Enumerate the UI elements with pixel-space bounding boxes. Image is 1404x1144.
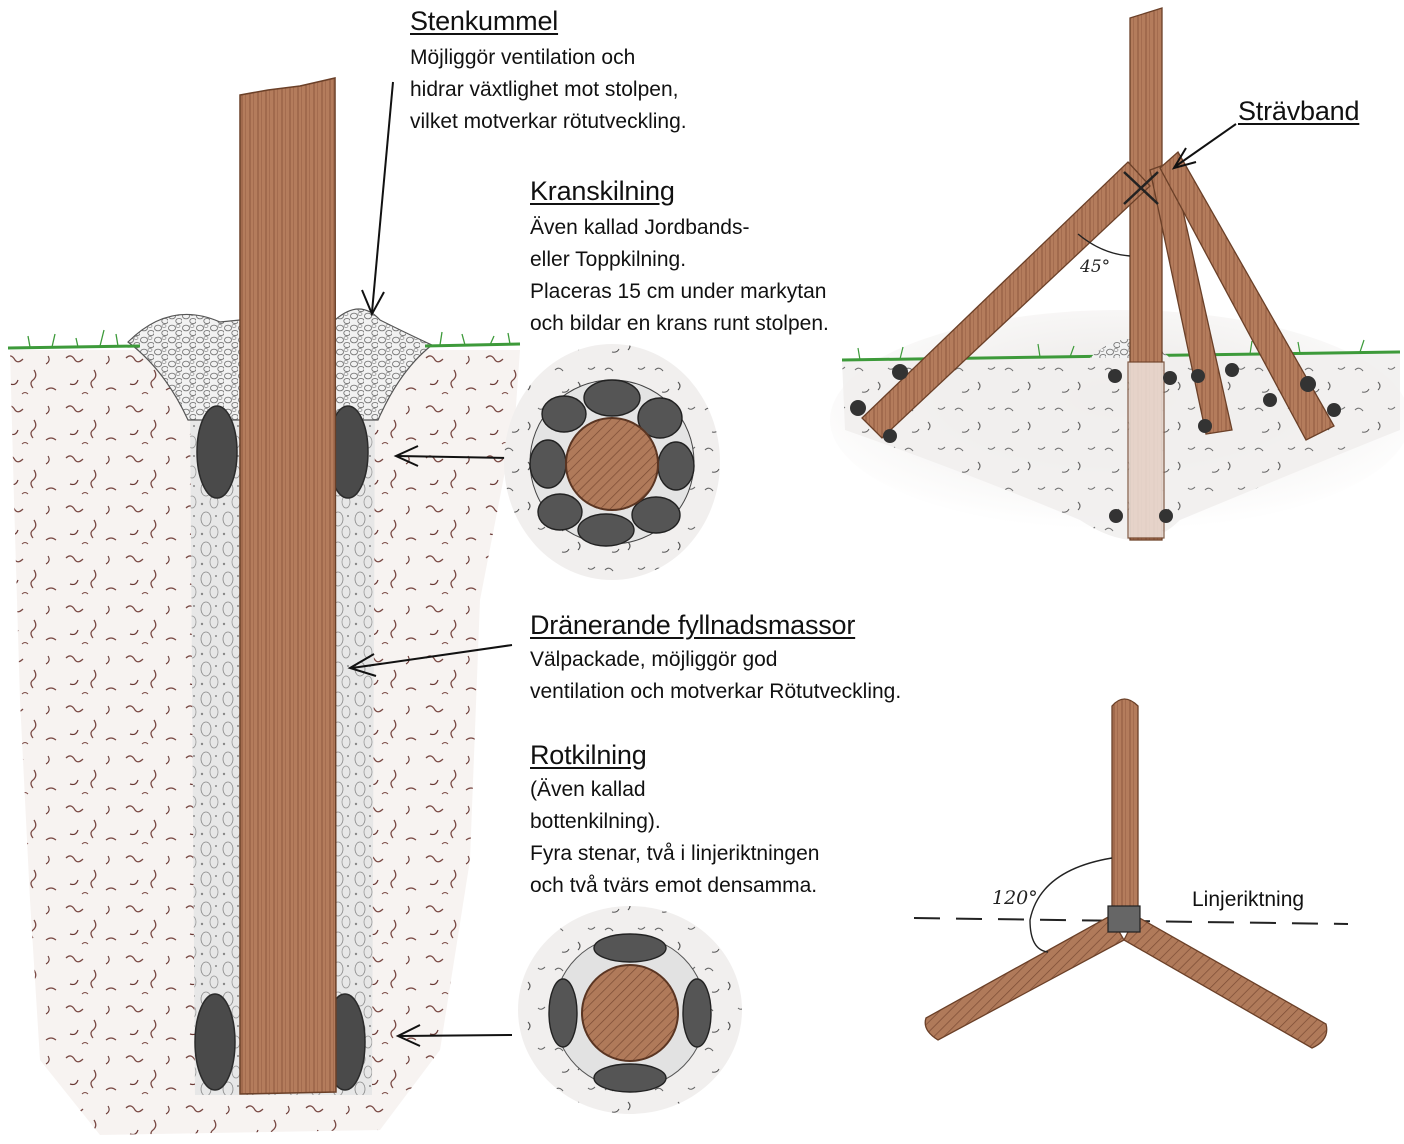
pole-section-top <box>566 418 658 510</box>
arrow-rotkilning <box>400 1035 512 1036</box>
linjeriktning-label: Linjeriktning <box>1192 888 1304 912</box>
kranskilning-line: och bildar en krans runt stolpen. <box>530 308 829 340</box>
stenkummel-line: vilket motverkar rötutveckling. <box>410 106 687 138</box>
rotkilning-description: (Även kallad bottenkilning). Fyra stenar… <box>530 774 819 902</box>
kranskilning-stone-left <box>197 406 237 498</box>
rotkilning-line: (Även kallad <box>530 774 819 806</box>
angle-label-120: 120° <box>992 887 1038 909</box>
dranerande-title: Dränerande fyllnadsmassor <box>530 610 855 641</box>
brace-top-southwest <box>925 916 1124 1040</box>
dranerande-description: Välpackade, möjliggör god ventilation oc… <box>530 644 901 708</box>
arrow-stravband <box>1176 124 1236 166</box>
kranskilning-line: Även kallad Jordbands- <box>530 212 829 244</box>
stenkummel-line: hidrar växtlighet mot stolpen, <box>410 74 687 106</box>
pole-section-bottom <box>582 965 678 1061</box>
brace-top-north <box>1112 699 1138 910</box>
pole-top-square <box>1108 906 1140 932</box>
stenkummel-line: Möjliggör ventilation och <box>410 42 687 74</box>
stenkummel-title: Stenkummel <box>410 6 558 37</box>
rotkilning-line: och två tvärs emot densamma. <box>530 870 819 902</box>
stravband-label: Strävband <box>1238 96 1359 127</box>
dranerande-line: ventilation och motverkar Rötutveckling. <box>530 676 901 708</box>
wooden-pole <box>240 78 336 1094</box>
top-view-braces: 120° <box>914 699 1348 1048</box>
rotkilning-title: Rotkilning <box>530 740 647 771</box>
rotkilning-line: Fyra stenar, två i linjeriktningen <box>530 838 819 870</box>
stenkummel-description: Möjliggör ventilation och hidrar växtlig… <box>410 42 687 138</box>
kranskilning-plan-view <box>504 344 720 580</box>
rotkilning-plan-view <box>518 906 742 1114</box>
brace-top-southeast <box>1124 916 1327 1048</box>
rotkilning-stone-left <box>195 994 235 1090</box>
pole-cross-section <box>8 78 520 1135</box>
dranerande-line: Välpackade, möjliggör god <box>530 644 901 676</box>
angle-label-45: 45° <box>1079 257 1110 277</box>
kranskilning-line: eller Toppkilning. <box>530 244 829 276</box>
rotkilning-line: bottenkilning). <box>530 806 819 838</box>
kranskilning-description: Även kallad Jordbands- eller Toppkilning… <box>530 212 829 340</box>
arrow-stenkummel <box>372 82 393 312</box>
braced-pole-diagram: 45° <box>830 8 1404 540</box>
kranskilning-line: Placeras 15 cm under markytan <box>530 276 829 308</box>
kranskilning-title: Kranskilning <box>530 176 675 207</box>
